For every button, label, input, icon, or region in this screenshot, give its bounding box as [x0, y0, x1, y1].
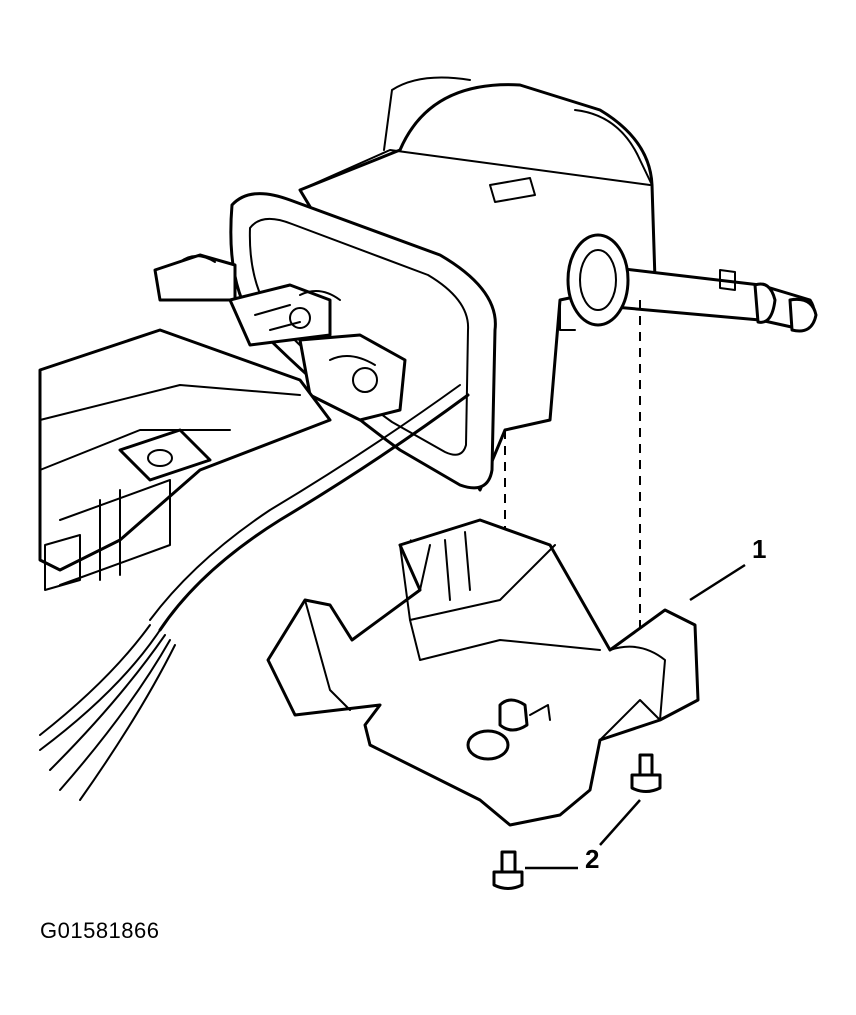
screw-left: [492, 850, 524, 890]
switch-mechanism: [153, 253, 407, 422]
wiring-harness: [39, 384, 470, 801]
callout-2-leader-right: [599, 799, 641, 846]
lower-trim-cover: [266, 518, 700, 827]
screw-right: [630, 753, 662, 793]
callout-1-leader: [689, 563, 746, 602]
column-lower-assembly: [38, 328, 332, 591]
multifunction-lever: [559, 233, 818, 333]
callout-2-label: 2: [585, 844, 599, 874]
callout-1-label: 1: [752, 534, 766, 564]
figure-id-label: G01581866: [40, 918, 160, 943]
